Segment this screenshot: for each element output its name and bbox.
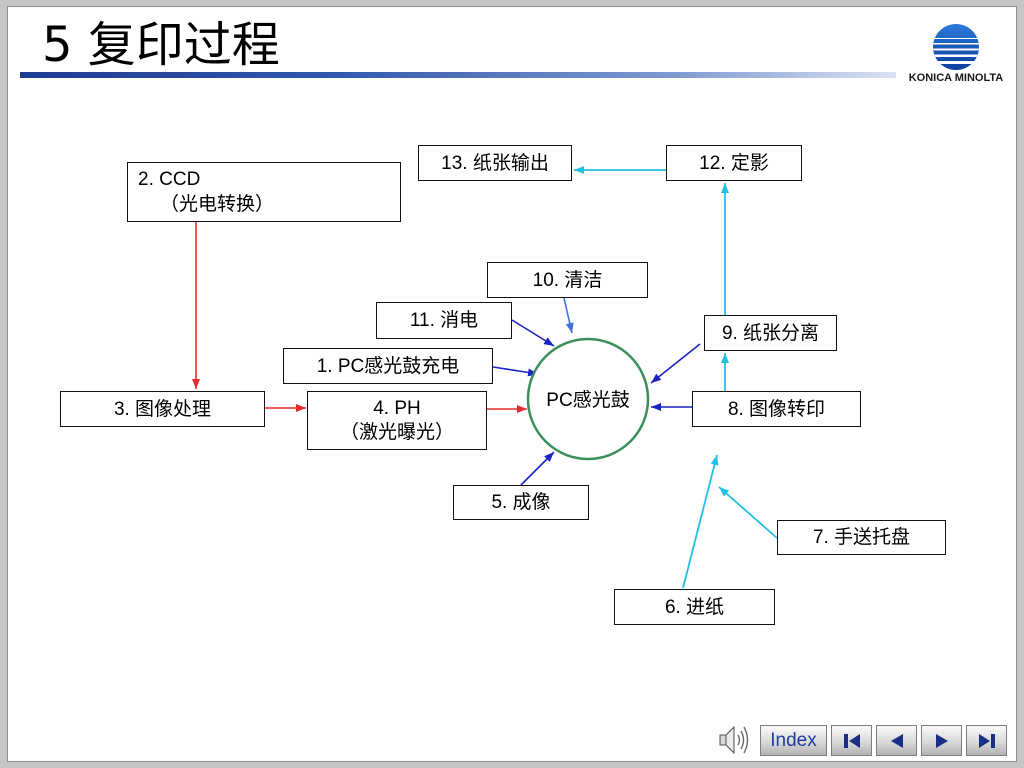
step-sublabel: （激光曝光）: [339, 422, 454, 443]
step-box-cleaning: 10. 清洁: [487, 262, 648, 298]
step-label: 7. 手送托盘: [812, 527, 911, 548]
title-underline: [20, 72, 896, 78]
company-logo: KONICA MINOLTA: [902, 22, 1010, 86]
speaker-button[interactable]: [715, 721, 753, 759]
step-box-transfer: 8. 图像转印: [692, 391, 861, 427]
arrow-bypass-tray: [718, 486, 778, 539]
arrow-separation-to-drum: [650, 343, 701, 384]
last-slide-button[interactable]: [966, 725, 1007, 756]
slide-frame: [7, 6, 1017, 762]
step-label: 3. 图像处理: [113, 398, 212, 420]
step-box-discharge: 11. 消电: [376, 302, 512, 339]
arrow-charge-to-drum: [492, 366, 539, 377]
step-label: 6. 进纸: [664, 596, 725, 618]
step-label: 8. 图像转印: [727, 398, 826, 420]
step-box-bypass-tray: 7. 手送托盘: [777, 520, 946, 555]
logo-wordmark: KONICA MINOLTA: [908, 72, 1004, 84]
arrow-paper-feed: [682, 454, 719, 589]
step-box-ph: 4. PH （激光曝光）: [307, 391, 487, 450]
last-slide-icon: [978, 733, 995, 748]
step-box-fixing: 12. 定影: [666, 145, 802, 181]
arrow-development-to-drum: [520, 451, 555, 486]
step-box-separation: 9. 纸张分离: [704, 315, 837, 351]
next-slide-button[interactable]: [921, 725, 962, 756]
previous-slide-button[interactable]: [876, 725, 917, 756]
index-button[interactable]: Index: [760, 725, 827, 756]
step-sublabel: （光电转换）: [160, 194, 275, 215]
speaker-icon: [719, 725, 749, 755]
step-box-development: 5. 成像: [453, 485, 589, 520]
step-label: 5. 成像: [491, 492, 551, 513]
step-label: 4. PH: [373, 398, 421, 419]
arrow-cleaning-to-drum: [563, 297, 574, 334]
step-box-charge: 1. PC感光鼓充电: [283, 348, 493, 384]
previous-slide-icon: [890, 733, 903, 748]
page-title: 5 复印过程: [42, 17, 280, 73]
first-slide-icon: [843, 733, 860, 748]
step-label: 10. 清洁: [532, 269, 603, 291]
step-label: 2. CCD: [138, 169, 201, 190]
first-slide-button[interactable]: [831, 725, 872, 756]
konica-minolta-globe-icon: [933, 24, 979, 70]
step-box-ccd: 2. CCD （光电转换）: [127, 162, 401, 222]
step-label: 9. 纸张分离: [721, 322, 820, 344]
pc-drum: [526, 337, 650, 461]
step-label: 1. PC感光鼓充电: [316, 355, 460, 377]
step-label: 13. 纸张输出: [441, 152, 549, 174]
step-box-paper-output: 13. 纸张输出: [418, 145, 572, 181]
step-box-paper-feed: 6. 进纸: [614, 589, 775, 625]
step-label: 11. 消电: [409, 310, 479, 331]
step-label: 12. 定影: [699, 152, 769, 174]
step-box-image-processing: 3. 图像处理: [60, 391, 265, 427]
arrow-discharge-to-drum: [511, 319, 555, 347]
next-slide-icon: [935, 733, 948, 748]
pc-drum-label: PC感光鼓: [546, 389, 629, 411]
